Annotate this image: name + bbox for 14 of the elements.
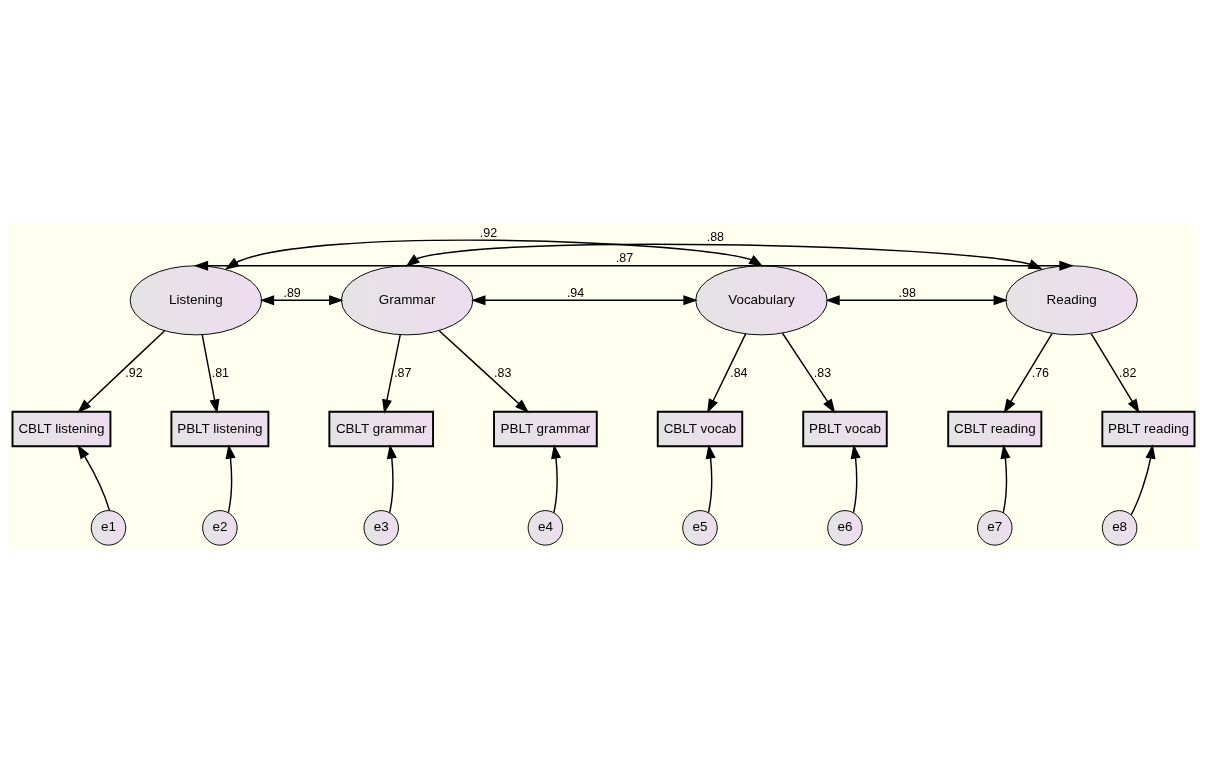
edge-label: .88 (706, 230, 725, 245)
edge-label: .89 (283, 285, 301, 300)
edge-label: .83 (494, 365, 512, 380)
edge-label: .76 (1031, 365, 1050, 380)
edge-label: .82 (1119, 365, 1137, 380)
edge-label: .92 (479, 225, 498, 240)
edge-label: .81 (211, 365, 230, 380)
edge-label: .87 (615, 251, 634, 266)
edge-label: .94 (566, 285, 585, 300)
edge-label: .87 (394, 365, 412, 380)
edge-label: .84 (730, 365, 748, 380)
edge-label: .98 (898, 285, 916, 300)
edge-label: .83 (813, 365, 832, 380)
edge-label: .92 (125, 365, 143, 380)
